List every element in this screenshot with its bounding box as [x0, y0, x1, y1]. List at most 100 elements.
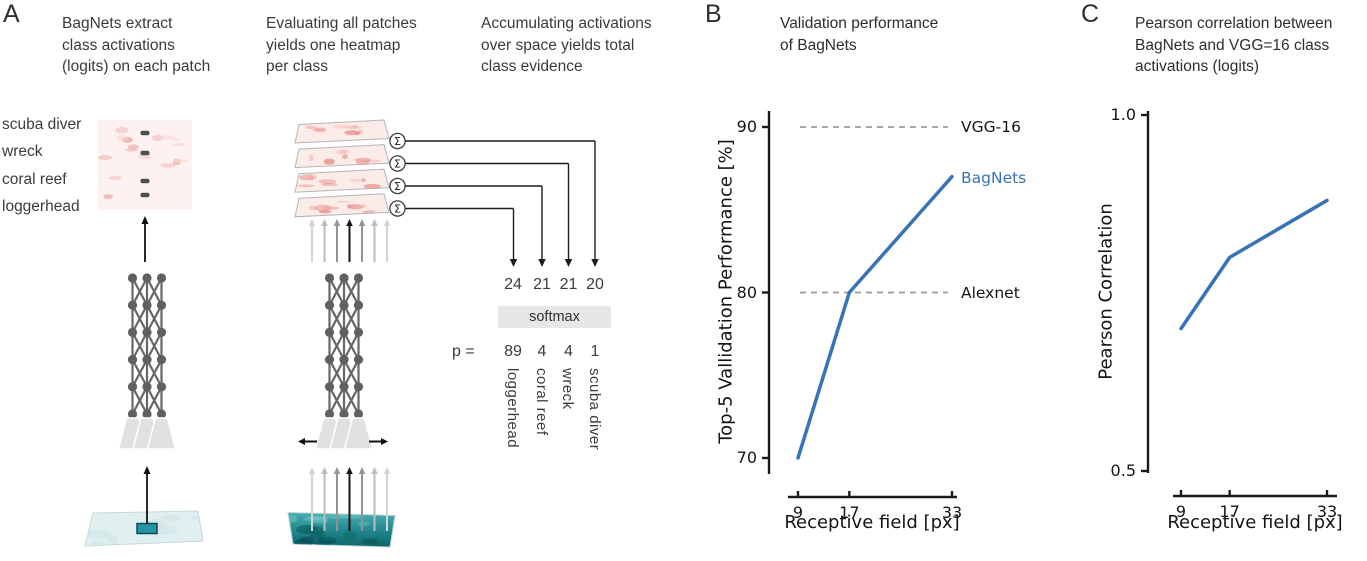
logit-marker	[140, 178, 150, 184]
network-node	[156, 300, 167, 310]
panel-a-heading-accumulate: Accumulating activations over space yiel…	[481, 15, 652, 75]
series-label-bagnets: BagNets	[961, 168, 1027, 187]
probability-prefix: p =	[452, 343, 475, 360]
logit-marker	[140, 130, 150, 136]
network-node	[142, 273, 152, 283]
class-label-wreck: wreck	[2, 143, 43, 161]
panel-b-x-axis-title: Receptive field [px]	[784, 512, 960, 533]
panel-a-label: A	[3, 0, 20, 28]
network-node	[127, 355, 138, 365]
bagnet-network-1	[117, 273, 177, 450]
network-node	[127, 409, 138, 419]
y-tick-label: 1.0	[1110, 105, 1136, 124]
column-label-scuba-diver: scuba diver	[586, 368, 603, 451]
receptive-field-cone	[146, 417, 177, 450]
class-heatmap-sheet	[294, 144, 390, 169]
network-node	[142, 327, 152, 337]
input-image-full	[287, 511, 396, 548]
network-node	[127, 300, 138, 310]
network-node	[324, 300, 335, 310]
network-node	[339, 382, 349, 392]
network-node	[127, 382, 138, 392]
logit-marker	[140, 192, 150, 198]
class-label-loggerhead: loggerhead	[2, 198, 80, 216]
network-node	[142, 355, 152, 365]
network-node	[339, 273, 349, 283]
prob-value-coral-reef: 4	[537, 343, 547, 360]
x-tick-label: 17	[1219, 502, 1240, 521]
panel-c-label: C	[1081, 0, 1100, 28]
svg-text:Σ: Σ	[394, 180, 401, 193]
panel-c-title: Pearson correlation between BagNets and …	[1135, 15, 1333, 75]
network-node	[324, 355, 335, 365]
highlighted-patch	[136, 522, 158, 535]
network-node	[156, 355, 167, 365]
x-tick-label: 9	[792, 503, 804, 522]
network-node	[156, 382, 167, 392]
network-node	[142, 300, 152, 310]
receptive-field-cone	[343, 417, 374, 450]
logit-value-coral-reef: 21	[533, 276, 551, 293]
panel-b-title: Validation performance of BagNets	[780, 15, 939, 54]
y-tick-label: 0.5	[1110, 461, 1136, 480]
y-tick-label: 90	[736, 117, 757, 136]
x-tick-label: 17	[839, 503, 860, 522]
class-label-coral-reef: coral reef	[2, 170, 67, 188]
panel-a-heading-extract: BagNets extract class activations (logit…	[62, 15, 211, 75]
sigma-icon	[389, 177, 406, 195]
sigma-icon	[389, 200, 406, 217]
logit-value-loggerhead: 24	[504, 276, 522, 293]
series-line-BagNets	[796, 174, 954, 460]
network-node	[353, 273, 364, 283]
network-node	[339, 409, 349, 419]
column-label-wreck: wreck	[559, 368, 576, 410]
softmax-box: softmax	[498, 306, 611, 328]
network-node	[339, 300, 349, 310]
input-image-single-patch	[84, 510, 204, 547]
panel-a-heading-heatmap: Evaluating all patches yields one heatma…	[266, 15, 417, 75]
column-label-loggerhead: loggerhead	[504, 368, 521, 449]
class-heatmap-sheet	[294, 119, 390, 144]
y-tick-label: 70	[736, 448, 757, 467]
chart-pearson_correlation	[1141, 111, 1337, 498]
network-node	[324, 409, 335, 419]
network-node	[339, 355, 349, 365]
bagnet-network-2	[314, 273, 374, 450]
svg-text:Σ: Σ	[394, 203, 401, 216]
network-node	[353, 300, 364, 310]
class-label-list: scuba diver wreck coral reef loggerhead	[2, 111, 81, 221]
svg-text:Σ: Σ	[394, 135, 401, 148]
network-node	[127, 327, 138, 337]
network-node	[324, 382, 335, 392]
network-node	[142, 382, 152, 392]
network-node	[339, 327, 349, 337]
network-node	[324, 327, 335, 337]
class-label-scuba-diver: scuba diver	[2, 116, 82, 133]
prob-value-loggerhead: 89	[504, 343, 522, 360]
logit-heatmap-single	[98, 120, 192, 210]
x-tick-label: 9	[1175, 502, 1187, 521]
network-node	[156, 409, 167, 419]
network-node	[324, 273, 335, 283]
network-node	[142, 409, 152, 419]
prob-value-scuba-diver: 1	[590, 343, 600, 360]
sigma-icon	[389, 132, 406, 150]
class-heatmap-sheet	[294, 168, 390, 193]
network-node	[353, 327, 364, 337]
reference-line-label-alexnet: Alexnet	[961, 283, 1020, 302]
logit-marker	[140, 150, 150, 156]
sigma-icon	[389, 155, 406, 172]
network-node	[156, 273, 167, 283]
y-tick-label: 80	[736, 282, 757, 302]
logit-value-scuba-diver: 20	[586, 276, 604, 293]
network-node	[127, 273, 138, 283]
panel-b-label: B	[705, 0, 722, 28]
reference-line-label-vgg-16: VGG-16	[961, 118, 1021, 136]
flow-arrows	[141, 216, 391, 531]
chart-validation_performance	[762, 111, 957, 499]
network-node	[353, 409, 364, 419]
svg-text:Σ: Σ	[394, 158, 401, 171]
